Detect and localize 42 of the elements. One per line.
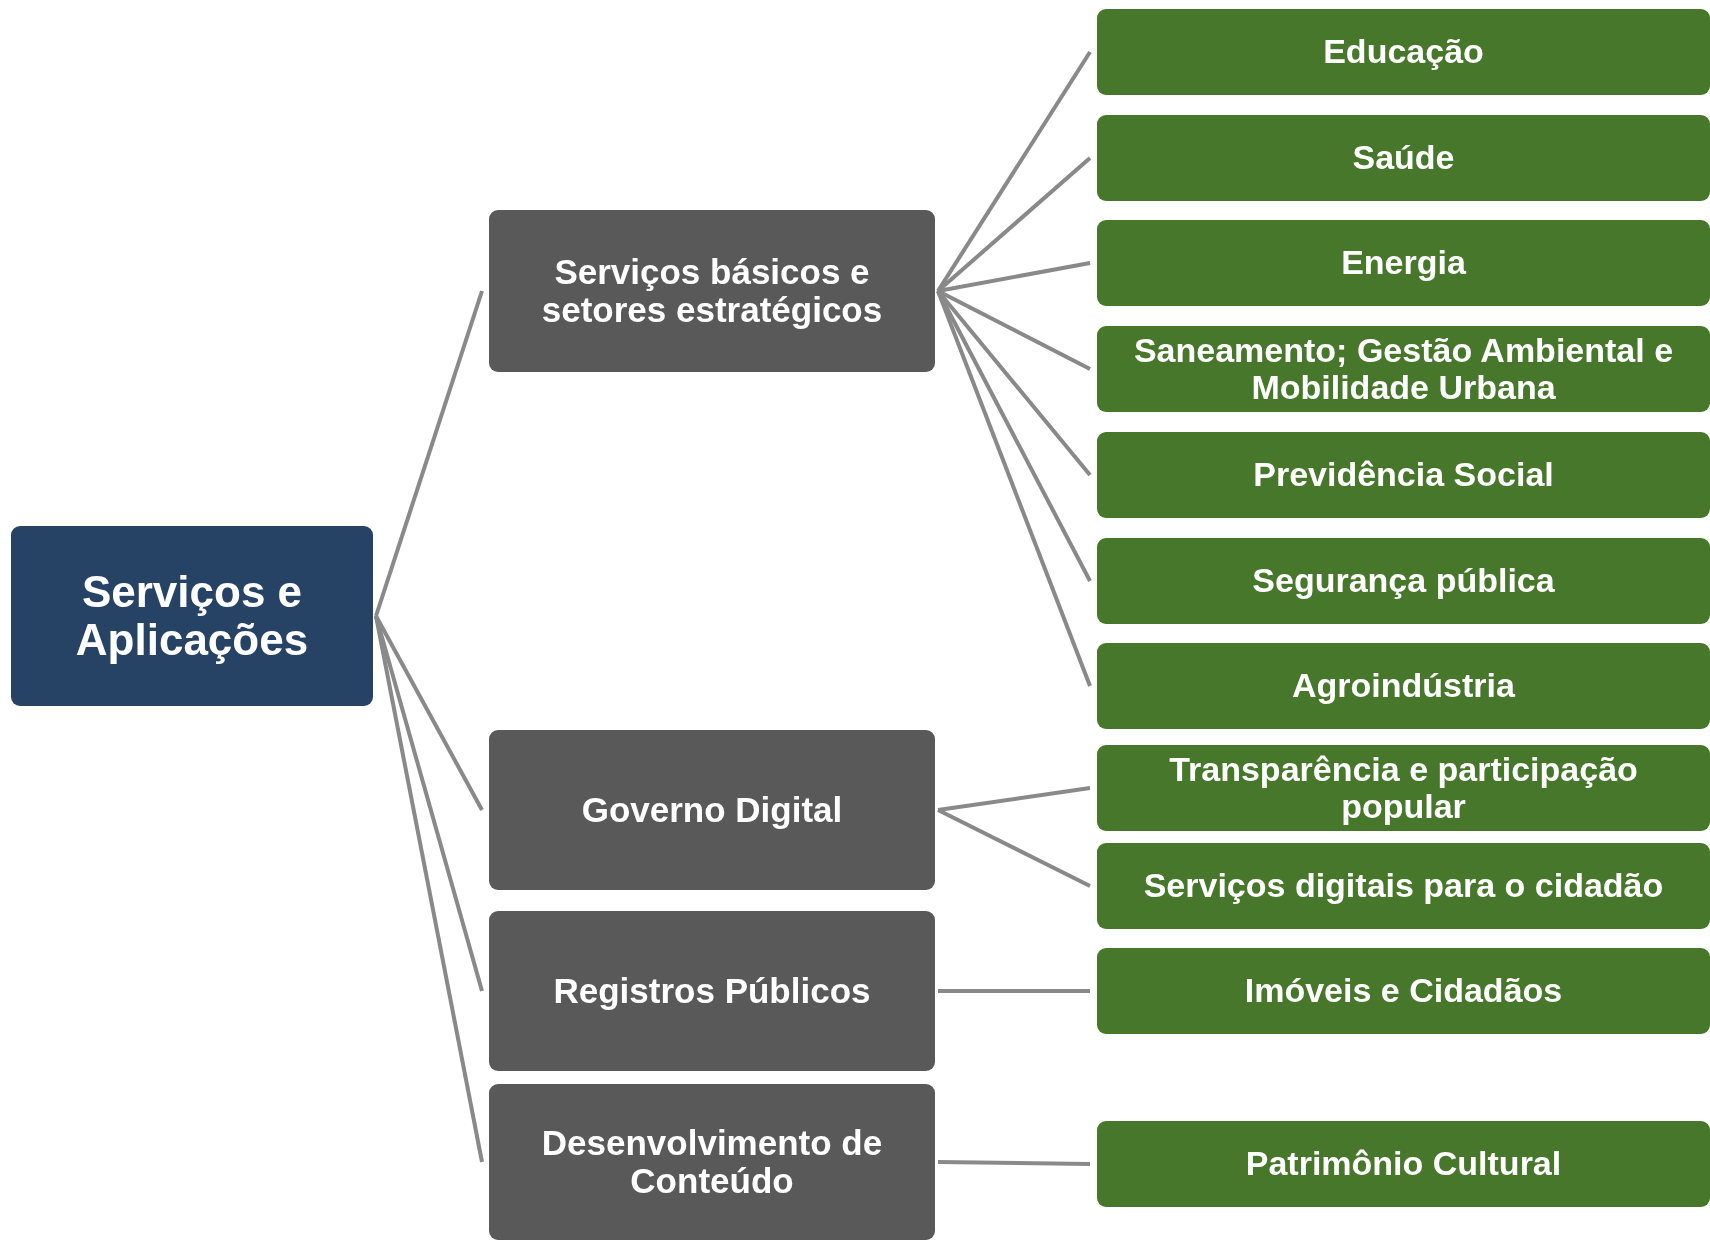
topic-box [1097,643,1710,729]
box-label: Serviços básicos e setores estratégicos [540,252,884,330]
connector-line [937,808,1091,888]
box-label: Educação [1323,33,1484,71]
topic-box [1097,843,1710,929]
box-label: Patrimônio Cultural [1245,1145,1562,1183]
box-label: Imóveis e Cidadãos [1244,972,1563,1010]
connector-line [937,786,1091,812]
connector-line [936,50,1092,293]
topic-box [1097,326,1710,412]
box-label: Registros Públicos [553,971,871,1011]
category-box [489,911,935,1071]
category-box [489,1084,935,1240]
box-label: Saneamento; Gestão Ambiental e Mobilidade Urbana [1132,331,1675,407]
connector-line [374,290,484,617]
box-label: Serviços e Aplicações [74,567,310,665]
connector-line [938,989,1090,993]
topic-box [1097,432,1710,518]
box-label: Governo Digital [581,790,843,830]
box-label: Agroindústria [1292,667,1515,705]
box-label: Serviços digitais para o cidadão [1143,867,1664,905]
topic-box [1097,745,1710,831]
box-label: Desenvolvimento de Conteúdo [540,1123,884,1201]
connector-line [937,1160,1091,1166]
category-box [489,730,935,890]
topic-box [1097,1121,1710,1207]
box-label: Saúde [1352,139,1455,177]
connector-line [936,156,1092,293]
connector-line [936,290,1092,687]
box-label: Segurança pública [1252,562,1555,600]
topic-box [1097,115,1710,201]
topic-box [1097,220,1710,306]
topic-box [1097,538,1710,624]
box-label: Energia [1341,244,1466,282]
root-box [11,526,373,706]
topic-box [1097,9,1710,95]
connector-line [374,615,484,811]
category-box [489,210,935,372]
topic-box [1097,948,1710,1034]
connector-line [374,615,484,1163]
box-label: Transparência e participação popular [1168,750,1639,826]
box-label: Previdência Social [1253,456,1554,494]
